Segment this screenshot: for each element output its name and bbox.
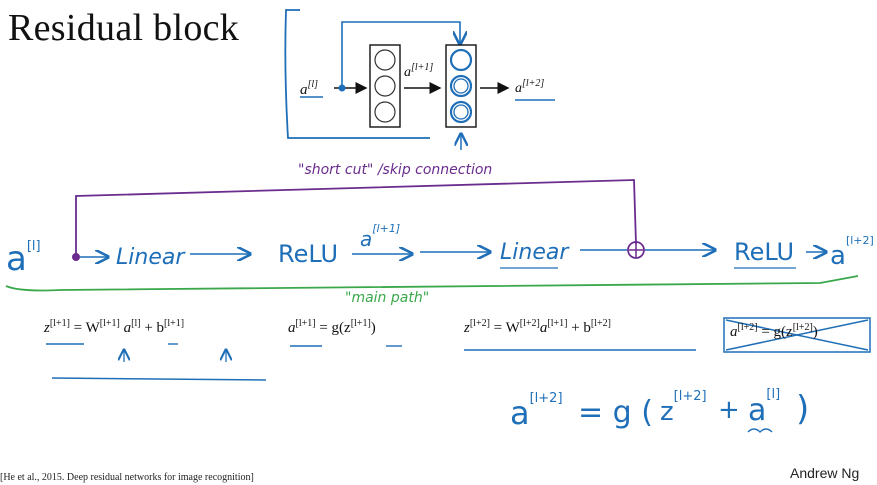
step-linear-2: Linear: [500, 240, 570, 265]
top-mid-label: a[l+1]: [404, 62, 433, 80]
result-z: z: [660, 397, 674, 427]
layer-1-neuron: [374, 75, 396, 97]
crossed-equation-box: [723, 317, 871, 353]
author-name: Andrew Ng: [790, 465, 860, 481]
mid-activation-label: a[l+1]: [360, 222, 400, 251]
main-path-underline: [5, 275, 859, 292]
equation-z-l-plus-2: z[l+2] = W[l+2]a[l+1] + b[l+2]: [464, 318, 611, 336]
slide-title: Residual block: [8, 7, 240, 49]
layer-2-neuron: [449, 48, 473, 72]
top-skip-line: [341, 21, 460, 88]
result-a: a: [748, 393, 766, 428]
step-linear-1: Linear: [116, 245, 186, 270]
citation: [He et al., 2015. Deep residual networks…: [0, 472, 254, 483]
equation-annotations: [46, 317, 871, 381]
layer-2-box: [445, 44, 477, 128]
layer-2-neuron: [449, 74, 473, 98]
svg-text:a[l]: a[l]: [748, 387, 780, 428]
layer-1-neuron: [374, 49, 396, 71]
equation-a-l-plus-2: a[l+2] = g(z[l+2]): [730, 322, 818, 340]
top-network-diagram: a[l] a[l+1] a[l+2]: [284, 9, 555, 150]
top-shortcut-loop: [284, 9, 430, 139]
result-lhs: a: [510, 394, 530, 432]
equation-z-l-plus-1: z[l+1] = W[l+1] a[l] + b[l+1]: [44, 318, 185, 336]
layer-2-neuron: [449, 100, 473, 124]
skip-connection-line: [75, 179, 637, 256]
main-input-label: a[l]: [6, 239, 41, 279]
result-close: ): [796, 389, 809, 429]
layer-1-neuron: [374, 101, 396, 123]
top-output-label: a[l+2]: [515, 78, 544, 96]
shortcut-caption: "short cut" /skip connection: [298, 162, 492, 178]
step-relu-2: ReLU: [734, 238, 794, 266]
main-output-label: a[l+2]: [830, 234, 874, 271]
svg-text:z[l+2]: z[l+2]: [660, 389, 707, 427]
top-input-label: a[l]: [300, 79, 318, 98]
result-eq: = g (: [578, 395, 653, 430]
svg-text:a[l+2]: a[l+2]: [510, 391, 563, 432]
residual-result-equation: a[l+2] = g ( z[l+2] + a[l] ): [510, 387, 809, 433]
layer-1-box: [369, 44, 401, 128]
equation-a-l-plus-1: a[l+1] = g(z[l+1]): [288, 318, 376, 336]
main-path-diagram: a[l] Linear ReLU a[l+1] Linear ReLU a[l+…: [5, 179, 874, 306]
step-relu-1: ReLU: [278, 240, 338, 268]
result-plus: +: [718, 395, 740, 425]
add-node: [627, 241, 645, 259]
main-path-caption: "main path": [345, 290, 429, 306]
skip-branch-dot: [72, 253, 80, 261]
